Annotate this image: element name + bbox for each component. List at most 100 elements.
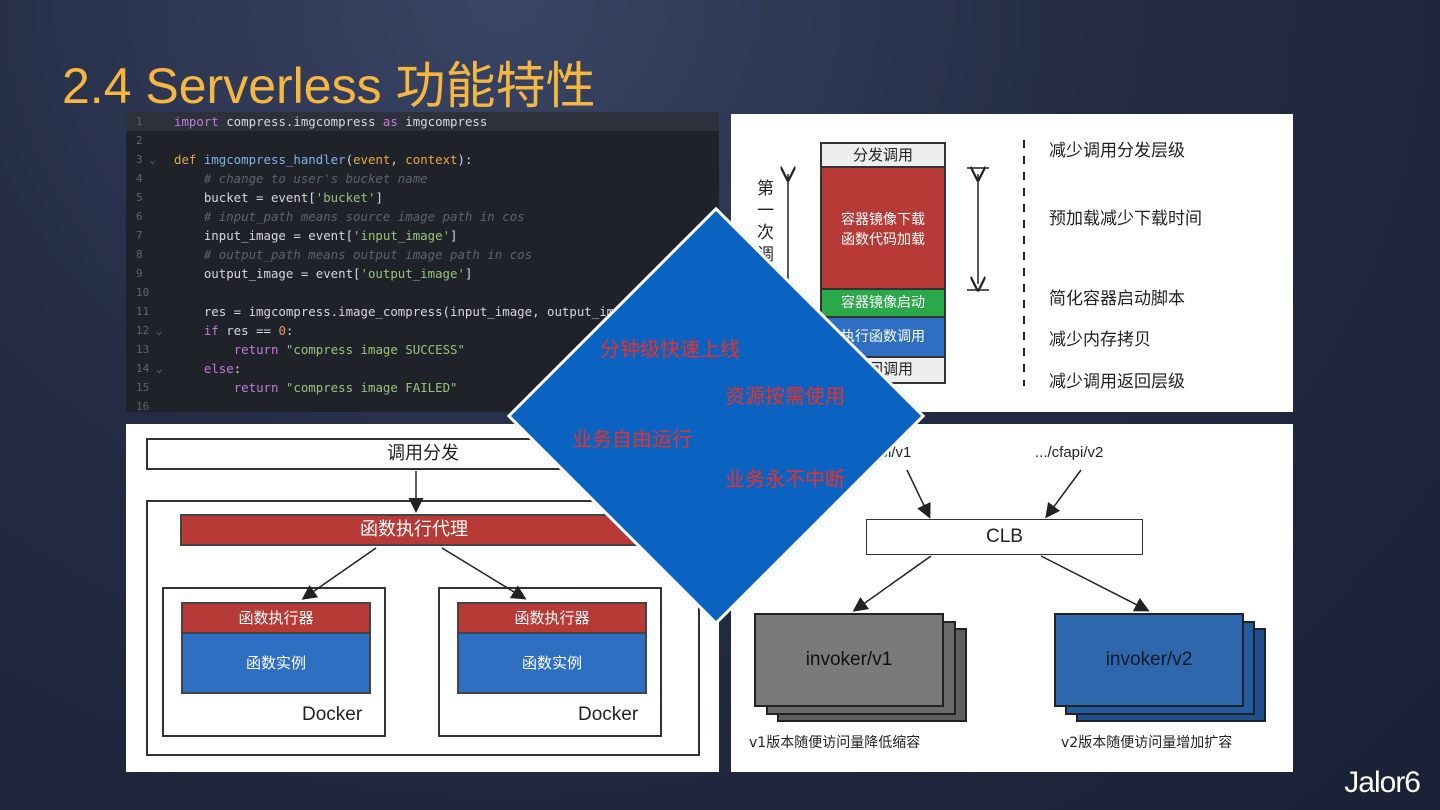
code-token: # output_path means output image path in… [174,247,533,262]
note-dispatch: 减少调用分发层级 [1049,141,1185,161]
code-token [278,342,285,357]
docker-label-1: Docker [302,704,363,725]
code-token [174,342,234,357]
code-text: return "compress image FAILED" [174,378,458,397]
code-token [174,323,204,338]
invoker-v1-box: invoker/v1 [754,613,944,707]
instance-box-1: 函数实例 [181,632,371,694]
code-token: return [233,342,279,357]
start-box: 容器镜像启动 [820,290,946,318]
code-line: 8 # output_path means output image path … [126,245,719,264]
code-line: 9 output_image = event['output_image'] [126,264,719,283]
line-number: 13 [136,343,150,356]
caption-v1: v1版本随便访问量降低缩容 [749,735,921,751]
line-number: 12 ⌄ [136,324,163,337]
code-token: ( [345,152,354,167]
feature-fast-launch: 分钟级快速上线 [600,337,740,361]
code-token: , [390,152,406,167]
code-token: event [353,152,391,167]
code-text: else: [174,359,241,378]
executor-label-2: 函数执行器 [514,609,590,627]
code-token: 'bucket' [315,190,376,205]
code-line: 10 [126,283,719,302]
note-memcopy: 减少内存拷贝 [1049,330,1151,350]
code-token: res = imgcompress.image_compress(input_i… [174,304,644,319]
code-token: import [174,114,219,129]
code-text: res = imgcompress.image_compress(input_i… [174,302,644,321]
code-token: output_image = event[ [174,266,361,281]
code-token [174,361,204,376]
line-number: 2 [136,134,143,147]
code-token: 'input_image' [353,228,451,243]
line-number: 7 [136,229,143,242]
code-token: else [203,361,234,376]
line-number: 8 [136,248,143,261]
lb-arrows [852,469,1150,612]
code-text: if res == 0: [174,321,294,340]
path-v2: .../cfapi/v2 [1035,444,1104,461]
dispatch-box: 分发调用 [820,142,946,168]
code-token: input_image = event[ [174,228,354,243]
line-number: 10 [136,286,150,299]
feature-free-run: 业务自由运行 [572,427,692,451]
line-number: 14 ⌄ [136,362,163,375]
code-token [278,380,285,395]
code-text: # output_path means output image path in… [174,245,532,264]
clb-box: CLB [866,519,1143,555]
code-text: return "compress image SUCCESS" [174,340,465,359]
code-token: 'output_image' [360,266,465,281]
note-preload: 预加载减少下载时间 [1049,209,1202,229]
start-label: 容器镜像启动 [841,295,925,311]
code-text: input_image = event['input_image'] [174,226,458,245]
caption-v2: v2版本随便访问量增加扩容 [1061,735,1233,751]
code-token: : [233,361,242,376]
code-token: imgcompress_handler [203,152,346,167]
instance-label-1: 函数实例 [245,654,306,672]
code-token: ] [375,190,383,205]
code-token: # change to user's bucket name [174,171,428,186]
instance-box-2: 函数实例 [457,632,647,694]
line-number: 11 [136,305,150,318]
docker-label-2: Docker [578,704,639,725]
code-line: 2 [126,131,719,150]
code-token: : [285,323,294,338]
code-text: output_image = event['output_image'] [174,264,473,283]
code-token [174,380,234,395]
line-number: 4 [136,172,143,185]
executor-box-1: 函数执行器 [181,602,371,634]
jalor-logo: Jalor6 [1344,766,1421,799]
code-line: 3 ⌄def imgcompress_handler(event, contex… [126,150,719,169]
code-line: 7 input_image = event['input_image'] [126,226,719,245]
code-token: "compress image FAILED" [285,380,458,395]
line-number: 9 [136,267,143,280]
proxy-label: 函数执行代理 [360,519,468,540]
code-token: return [233,380,279,395]
code-text: def imgcompress_handler(event, context): [174,150,472,169]
code-text: # change to user's bucket name [174,169,428,188]
exec-label: 执行函数调用 [841,329,925,345]
line-number: 6 [136,210,143,223]
code-text: bucket = event['bucket'] [174,188,383,207]
invoker-v1-label: invoker/v1 [805,649,893,670]
clb-label: CLB [986,526,1023,547]
proxy-box: 函数执行代理 [180,514,648,546]
load-box: 容器镜像下载 函数代码加载 [820,168,946,290]
code-token: imgcompress [397,114,488,129]
code-line: 16 [126,397,719,412]
code-token: context [405,152,458,167]
code-line: 5 bucket = event['bucket'] [126,188,719,207]
invoker-v2-label: invoker/v2 [1105,649,1193,670]
code-text: # input_path means source image path in … [174,207,525,226]
code-line: 4 # change to user's bucket name [126,169,719,188]
invoker-v2-box: invoker/v2 [1054,613,1244,707]
line-number: 16 [136,400,150,412]
code-line: 12 ⌄ if res == 0: [126,321,719,340]
code-token: ] [464,266,473,281]
line-number: 5 [136,191,143,204]
executor-box-2: 函数执行器 [457,602,647,634]
code-token: def [174,152,204,167]
code-text: import compress.imgcompress as imgcompre… [174,112,487,131]
code-line: 6 # input_path means source image path i… [126,207,719,226]
